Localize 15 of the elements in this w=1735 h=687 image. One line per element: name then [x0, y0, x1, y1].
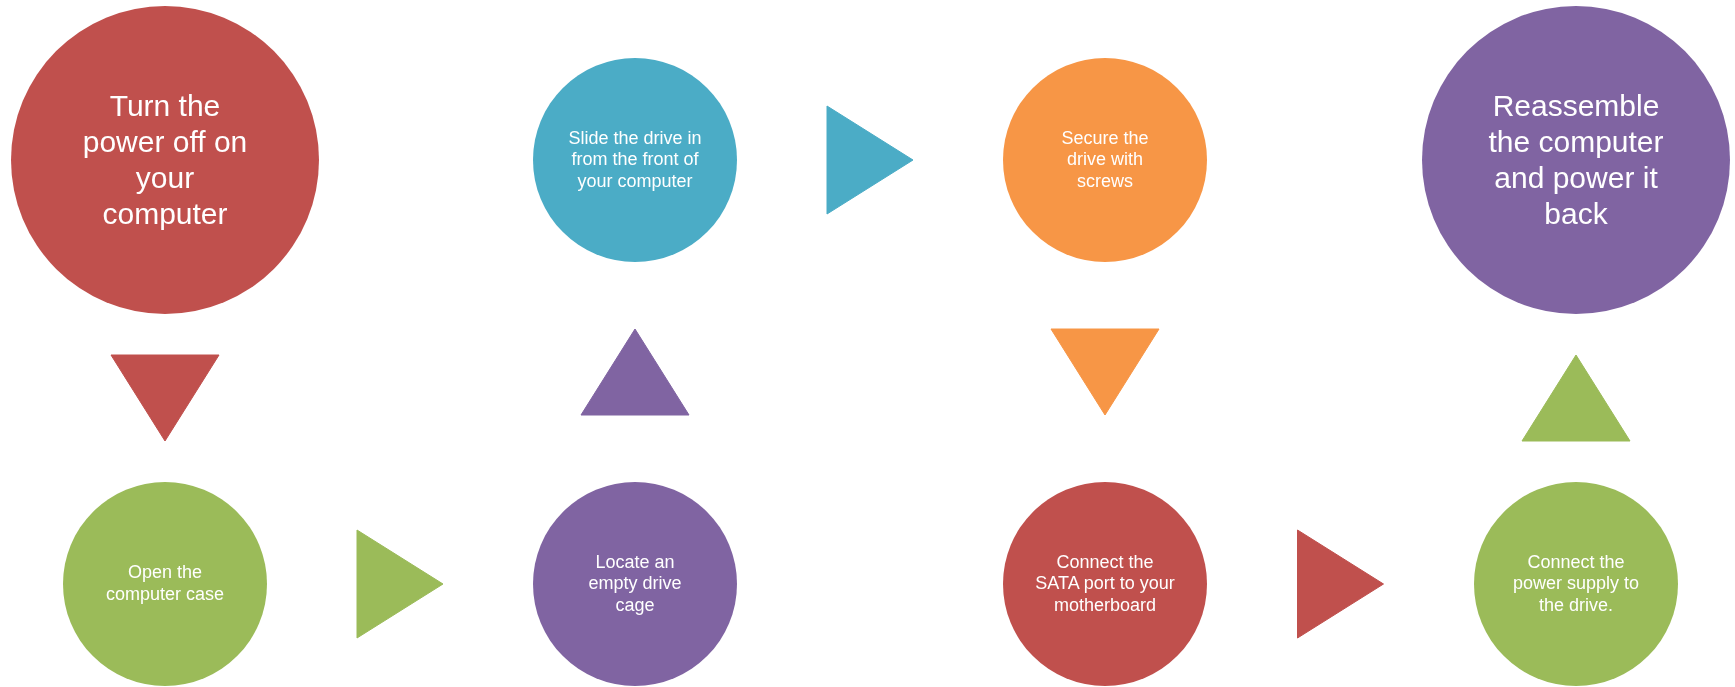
step-text: Locate an empty drive cage	[587, 551, 683, 617]
arrow	[1050, 328, 1160, 416]
step-text: Open the computer case	[105, 562, 225, 606]
arrow	[110, 354, 220, 442]
arrow	[1297, 529, 1384, 639]
arrow	[826, 105, 914, 215]
step-text: Reassemble the computer and power it back	[1487, 88, 1665, 232]
step-text: Connect the power supply to the drive.	[1511, 551, 1641, 617]
step-text: Slide the drive in from the front of your computer	[567, 127, 703, 193]
step-text: Turn the power off on your computer	[81, 88, 249, 232]
step-text: Secure the drive with screws	[1060, 127, 1150, 193]
arrow	[1521, 354, 1631, 442]
arrow	[580, 328, 690, 416]
arrow	[356, 529, 444, 639]
step-text: Connect the SATA port to your motherboard	[1035, 551, 1175, 617]
